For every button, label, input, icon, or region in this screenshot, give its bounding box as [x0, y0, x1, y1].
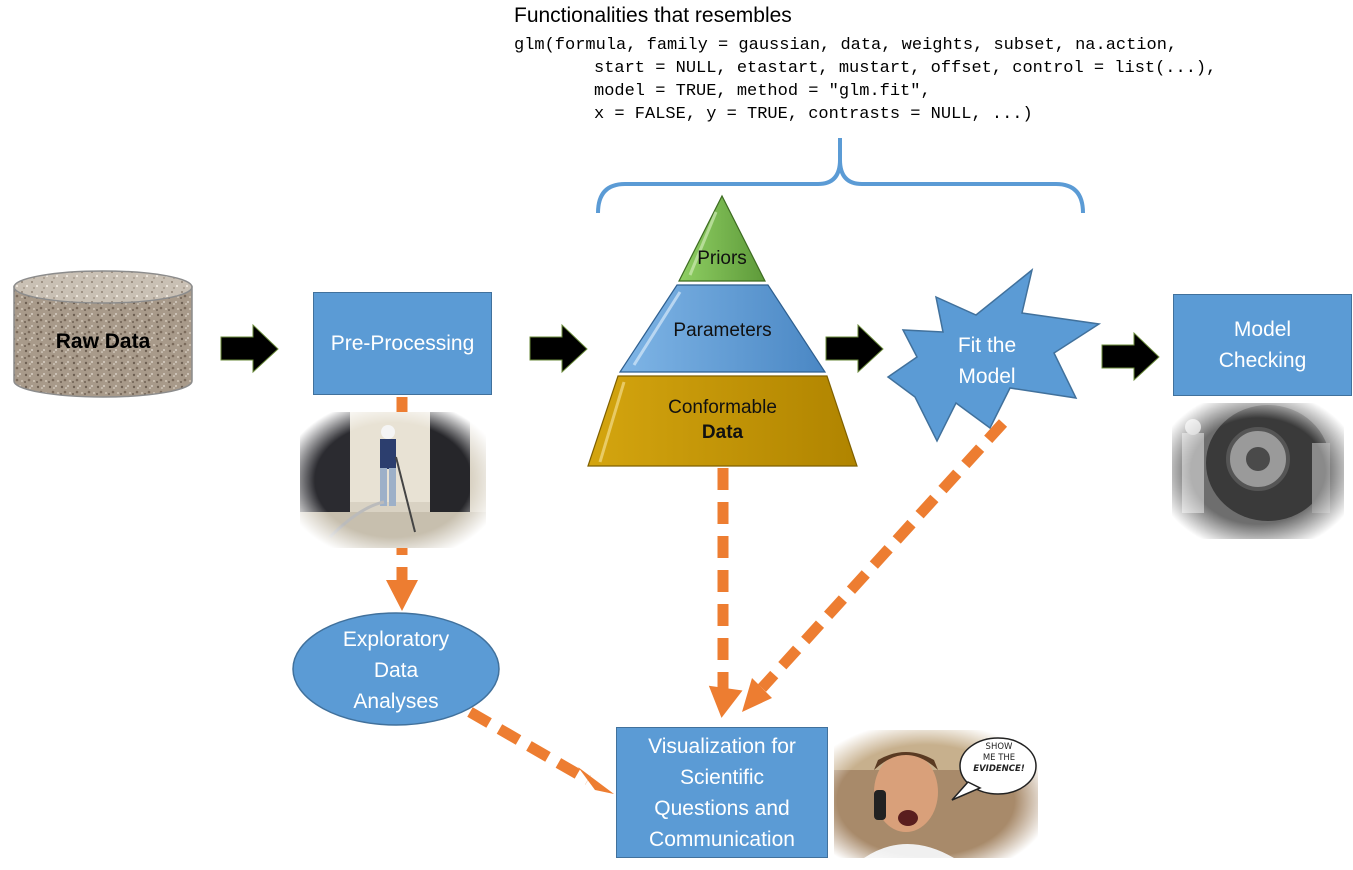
exploratory-line-1: Exploratory: [342, 628, 450, 651]
code-line-1: glm(formula, family = gaussian, data, we…: [514, 36, 1178, 55]
brace: [596, 138, 1085, 214]
exploratory-line-3: Analyses: [353, 690, 439, 713]
priors-label: Priors: [697, 248, 747, 269]
speech-line-1: SHOW: [985, 742, 1013, 752]
visualization-line-2: Scientific: [679, 765, 765, 789]
exploratory-line-2: Data: [373, 659, 419, 682]
code-line-2: start = NULL, etastart, mustart, offset,…: [594, 59, 1217, 78]
glm-signature-code: glm(formula, family = gaussian, data, we…: [514, 34, 1216, 126]
exploratory-label: Exploratory Data Analyses: [300, 624, 492, 717]
model-checking-line-1: Model: [1233, 318, 1292, 341]
arrow-raw-to-preprocessing: [220, 323, 279, 374]
exploratory-ellipse: [292, 612, 500, 726]
pre-processing-label: Pre-Processing: [330, 332, 475, 355]
dashed-arrows: [396, 397, 1008, 785]
speech-line-3: EVIDENCE!: [973, 764, 1025, 774]
visualization-line-3: Questions and: [654, 796, 790, 820]
fit-model-label: Fit the Model: [928, 330, 1046, 392]
worker-cleaning-photo: [300, 412, 486, 548]
code-line-3: model = TRUE, method = "glm.fit",: [594, 82, 931, 101]
model-checking-box: Model Checking: [1173, 294, 1352, 396]
visualization-line-1: Visualization for: [648, 734, 796, 758]
arrow-fit-to-checking: [1101, 331, 1160, 382]
raw-data-label: Raw Data: [55, 330, 151, 353]
speech-line-2: ME THE: [982, 753, 1016, 763]
dashed-arrowheads: [386, 580, 772, 794]
arrow-preprocessing-to-pyramid: [529, 323, 588, 374]
conformable-line: Conformable: [668, 397, 777, 418]
visualization-box: Visualization for Scientific Questions a…: [616, 727, 828, 858]
fit-model-starburst: [886, 268, 1102, 443]
fit-line-2: Model: [958, 365, 1016, 388]
visualization-line-4: Communication: [649, 827, 795, 851]
modeling-pyramid: [587, 194, 858, 467]
arrow-pyramid-to-fit: [825, 323, 884, 374]
pre-processing-box: Pre-Processing: [313, 292, 492, 395]
functionalities-title: Functionalities that resembles: [514, 4, 792, 27]
data-line: Data: [701, 422, 744, 443]
parameters-label: Parameters: [673, 320, 772, 341]
show-me-evidence-photo: SHOW ME THE EVIDENCE!: [834, 730, 1038, 858]
engineers-machinery-photo: [1172, 403, 1344, 539]
fit-line-1: Fit the: [957, 334, 1017, 357]
code-line-4: x = FALSE, y = TRUE, contrasts = NULL, .…: [594, 105, 1033, 124]
speech-bubble-text: SHOW ME THE EVIDENCE!: [962, 742, 1036, 775]
raw-data-cylinder: [13, 270, 193, 398]
conformable-data-label: Conformable Data: [620, 395, 825, 445]
model-checking-line-2: Checking: [1218, 349, 1307, 372]
